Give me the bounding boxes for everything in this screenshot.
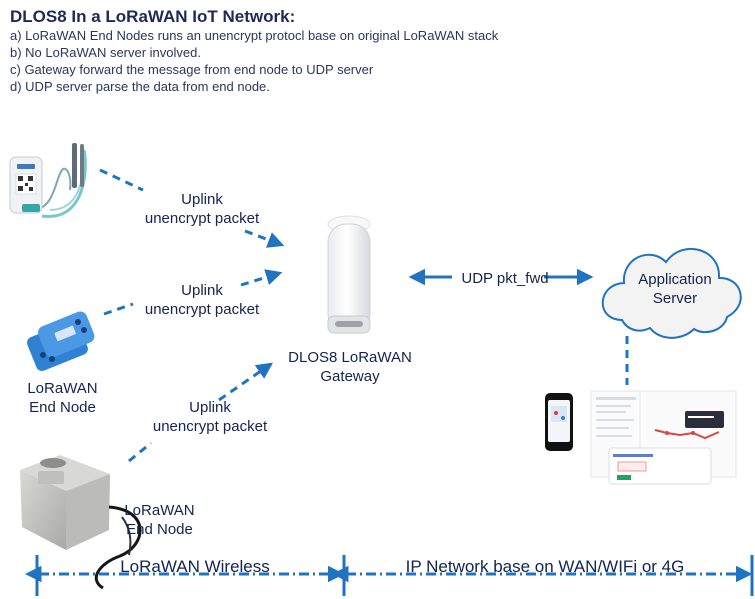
uplink-arrow-3a xyxy=(128,441,152,463)
gateway-label: DLOS8 LoRaWAN Gateway xyxy=(288,349,412,385)
uplink-arrow-2a xyxy=(103,302,134,316)
ip-network-label: IP Network base on WAN/WIFi or 4G xyxy=(405,557,685,576)
phone-icon xyxy=(545,393,573,451)
intro-line-d: d) UDP server parse the data from end no… xyxy=(10,79,270,94)
udp-label: UDP pkt_fwd xyxy=(461,270,549,287)
uplink-arrow-1b xyxy=(244,229,285,248)
gateway-antenna-icon xyxy=(327,215,371,334)
uplink-arrow-1a xyxy=(99,168,144,192)
cloud-icon xyxy=(601,247,742,339)
end-node-label-2: LoRaWAN End Node xyxy=(124,502,195,538)
uplink-label-1: Uplink unencrypt packet xyxy=(144,191,260,227)
uplink-arrow-2b xyxy=(240,269,283,287)
intro-line-a: a) LoRaWAN End Nodes runs an unencrypt p… xyxy=(10,28,499,43)
uplink-arrow-3b xyxy=(218,362,274,402)
temperature-sensor-icon xyxy=(9,143,87,218)
lorawan-wireless-label: LoRaWAN Wireless xyxy=(120,557,270,576)
dashboard-icon xyxy=(590,390,737,485)
intro-line-b: b) No LoRaWAN server involved. xyxy=(10,45,201,60)
intro-block: DLOS8 In a LoRaWAN IoT Network: a) LoRaW… xyxy=(10,7,745,95)
application-server-label: Application Server xyxy=(638,271,712,307)
end-node-label-1: LoRaWAN End Node xyxy=(27,380,98,416)
blue-end-node-icon xyxy=(27,311,95,371)
outdoor-probe-node-icon xyxy=(20,455,142,590)
page-title: DLOS8 In a LoRaWAN IoT Network: xyxy=(10,7,296,26)
uplink-label-2: Uplink unencrypt packet xyxy=(144,282,260,318)
uplink-label-3: Uplink unencrypt packet xyxy=(152,399,268,435)
intro-line-c: c) Gateway forward the message from end … xyxy=(10,62,374,77)
